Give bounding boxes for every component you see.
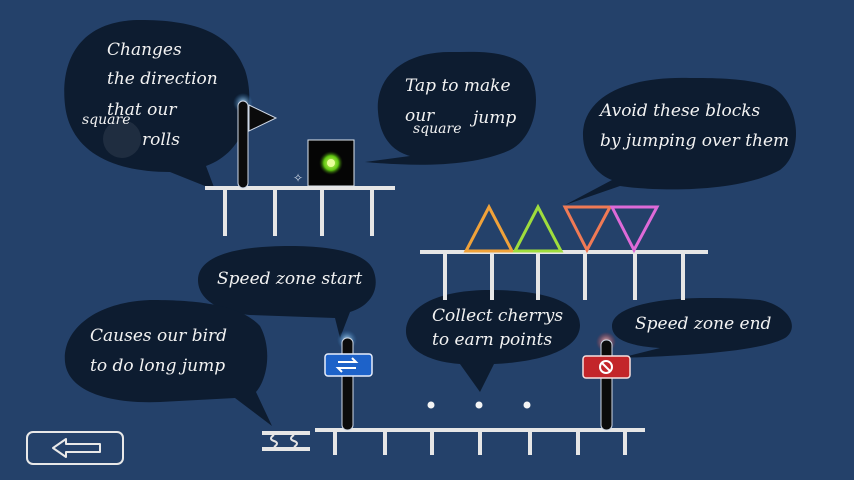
bubble-cherries xyxy=(405,290,580,392)
hazard-blocks xyxy=(463,203,660,254)
tap-jump-square: square xyxy=(413,121,462,137)
bubble-avoid-blocks xyxy=(565,77,797,205)
direction-text-line1: Changes xyxy=(107,40,182,60)
tap-jump-line1: Tap to make xyxy=(405,76,511,96)
left-arrow-icon xyxy=(52,438,101,458)
cherries xyxy=(427,401,531,409)
avoid-line2: by jumping over them xyxy=(600,131,790,151)
hazard-triangle-coral xyxy=(562,205,613,254)
cherries-line2: to earn points xyxy=(432,330,553,350)
no-entry-icon xyxy=(599,360,613,374)
direction-text-line2: the direction xyxy=(107,69,218,89)
cherry-1 xyxy=(427,401,435,409)
long-jump-line2: to do long jump xyxy=(90,356,226,376)
player-square-icon xyxy=(307,139,355,187)
bubble-direction xyxy=(64,20,250,190)
hazard-triangle-green xyxy=(512,203,564,253)
hazard-triangle-pink xyxy=(609,205,660,254)
platform-top xyxy=(205,186,395,236)
bubble-tap-jump xyxy=(365,51,537,165)
direction-flag-icon xyxy=(233,93,278,189)
cherry-2 xyxy=(475,401,483,409)
speed-zone-start-sign xyxy=(324,330,373,431)
direction-text-rolls: rolls xyxy=(142,130,180,150)
tap-jump-jump: jump xyxy=(473,108,517,128)
bubble-speed-start xyxy=(198,246,376,338)
cherries-line1: Collect cherrys xyxy=(432,306,564,326)
glow-spot xyxy=(103,120,141,158)
avoid-line1: Avoid these blocks xyxy=(600,101,761,121)
bubble-speed-end xyxy=(612,298,792,358)
speed-arrows-icon xyxy=(335,357,359,373)
platform-bottom xyxy=(315,428,645,455)
direction-text-line3: that our xyxy=(107,100,177,120)
bubble-long-jump xyxy=(64,300,272,426)
speed-start-text: Speed zone start xyxy=(217,269,363,289)
hazard-triangle-orange xyxy=(463,203,515,253)
long-jump-line1: Causes our bird xyxy=(90,326,228,346)
player-sparkle-icon: ✧ xyxy=(293,171,303,185)
long-jump-spring-icon xyxy=(262,431,310,451)
speed-end-text: Speed zone end xyxy=(635,314,772,334)
speed-zone-end-sign xyxy=(582,332,631,431)
cherry-3 xyxy=(523,401,531,409)
direction-text-square: square xyxy=(82,112,131,128)
tap-jump-our: our xyxy=(405,106,435,126)
back-button[interactable] xyxy=(26,431,124,465)
